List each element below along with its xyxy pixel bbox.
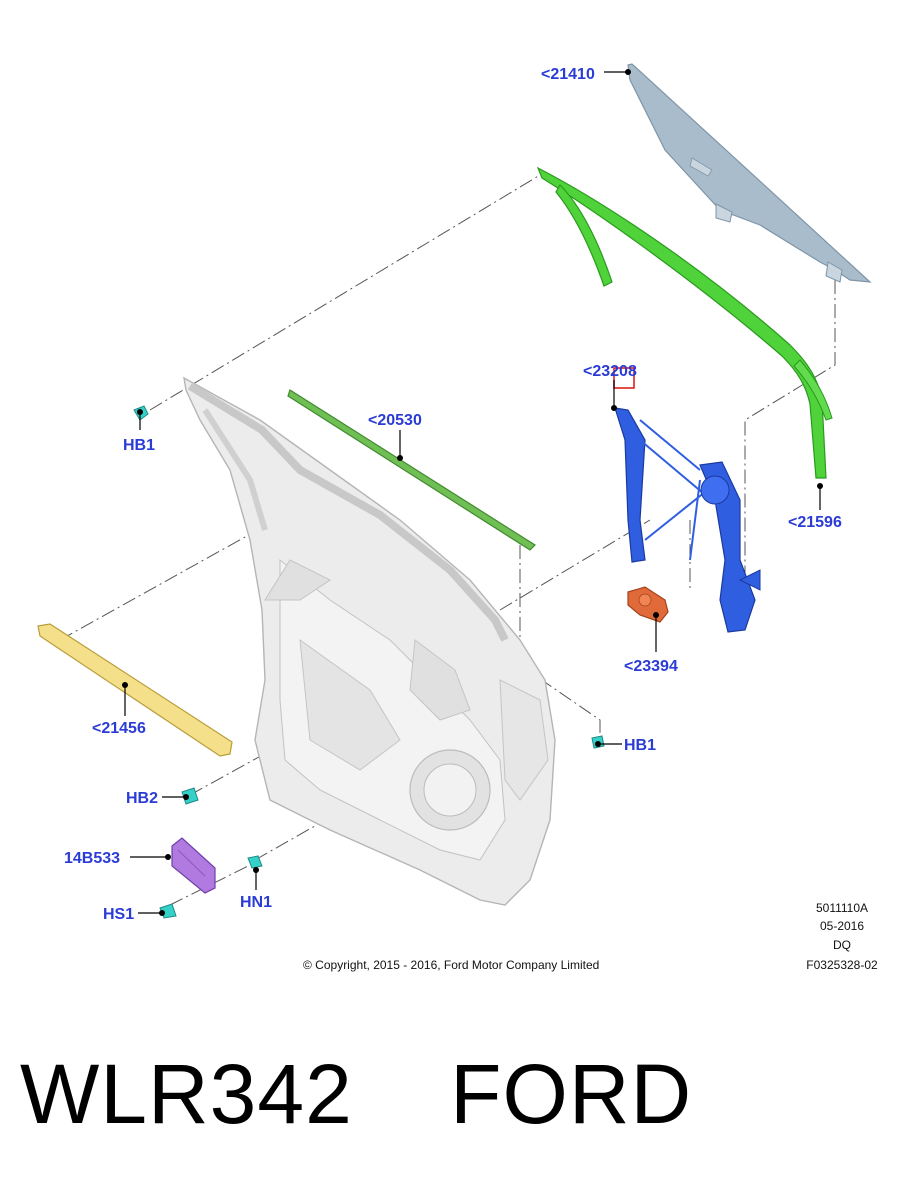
callout-hs1: HS1 <box>103 906 134 923</box>
lower-seal <box>37 623 233 757</box>
callout-hb1-left: HB1 <box>123 437 155 454</box>
beltline-weatherstrip <box>287 389 536 551</box>
copyright-notice: © Copyright, 2015 - 2016, Ford Motor Com… <box>303 958 599 972</box>
meta-line-1: 5011110A <box>816 901 868 915</box>
callout-hb1-right: HB1 <box>624 737 656 754</box>
parts-diagram: <21410 <21596 <23208 <20530 <23394 <2145… <box>37 63 878 972</box>
glass-run-channel <box>536 166 833 479</box>
callout-23208: <23208 <box>583 363 637 380</box>
window-regulator <box>614 407 761 633</box>
callout-21596: <21596 <box>788 514 842 531</box>
window-motor <box>627 586 669 623</box>
door-inner-panel <box>183 376 556 906</box>
callout-hb2: HB2 <box>126 790 158 807</box>
callout-14b533: 14B533 <box>64 850 120 867</box>
callout-hn1: HN1 <box>240 894 272 911</box>
control-module <box>171 837 216 894</box>
door-glass <box>627 63 872 283</box>
callout-23394: <23394 <box>624 658 678 675</box>
meta-line-3: DQ <box>833 938 851 952</box>
regulator-highlight-box <box>613 367 635 389</box>
meta-line-4: F0325328-02 <box>806 958 878 972</box>
leader-lines <box>122 69 823 916</box>
callout-21456: <21456 <box>92 720 146 737</box>
callout-21410: <21410 <box>541 66 595 83</box>
fastener-hn1 <box>247 855 263 869</box>
callout-20530: <20530 <box>368 412 422 429</box>
meta-line-2: 05-2016 <box>820 919 864 933</box>
part-caption: WLR342 FORD <box>20 1047 693 1141</box>
